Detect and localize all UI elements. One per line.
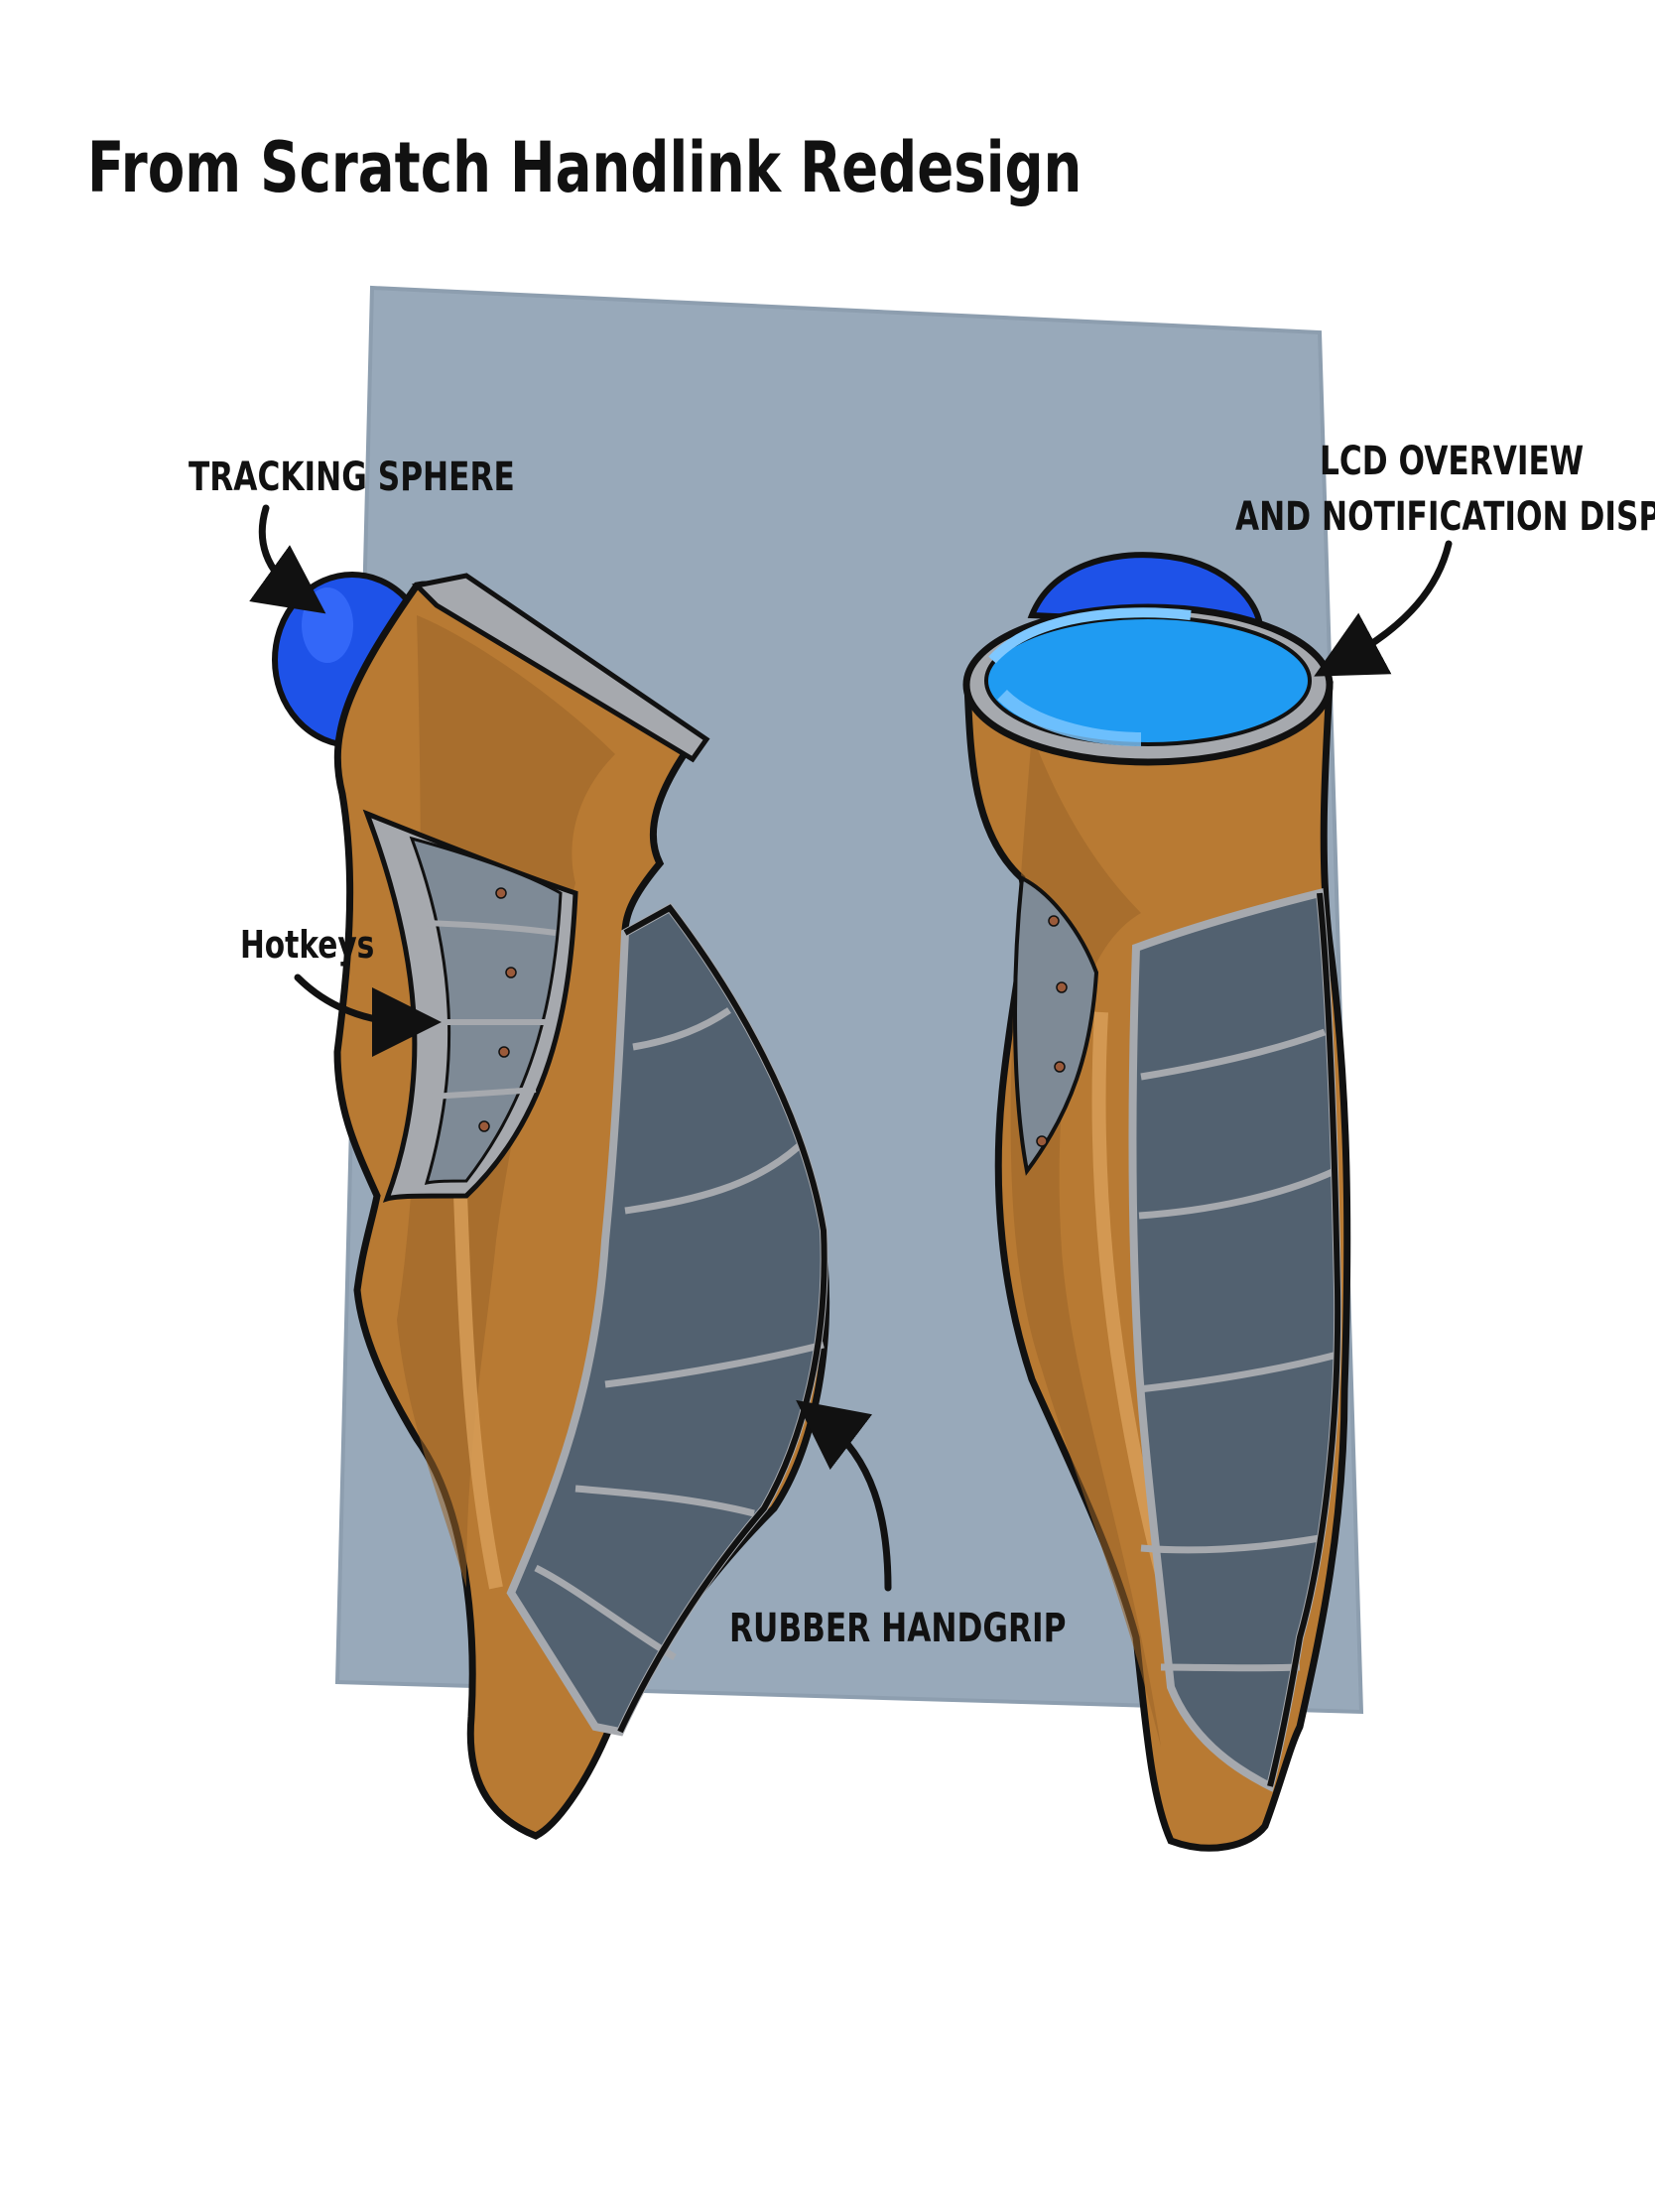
hotkey-dot [505, 967, 517, 978]
callout-arrows [249, 504, 1453, 1592]
hotkey-dot [1048, 915, 1060, 927]
hotkey-dot [478, 1120, 490, 1132]
callout-tracking-sphere: TRACKING SPHERE [189, 455, 515, 500]
left-handlink [272, 572, 830, 1840]
callout-rubber-handgrip: RUBBER HANDGRIP [729, 1606, 1067, 1651]
arrow-handgrip [796, 1399, 892, 1592]
right-handlink [962, 552, 1351, 1852]
lcd-display [984, 615, 1312, 746]
callout-lcd-line2: AND NOTIFICATION DISPLAY [1235, 494, 1655, 540]
arrow-hotkeys [294, 974, 442, 1057]
hotkey-dot [1036, 1135, 1048, 1147]
arrow-lcd [1314, 540, 1453, 677]
left-top-rim [411, 573, 710, 763]
hotkey-dot [495, 887, 507, 899]
hotkey-dot [1054, 1061, 1066, 1073]
callout-lcd-line1: LCD OVERVIEW [1320, 439, 1585, 484]
callout-hotkeys: Hotkeys [240, 923, 375, 967]
page-title: From Scratch Handlink Redesign [87, 127, 1082, 208]
hotkey-dot [498, 1046, 510, 1058]
arrow-tracking-sphere [249, 504, 326, 614]
right-hotkey-strip [1013, 874, 1099, 1176]
hotkey-dot [1056, 981, 1068, 993]
hotkey-buttons [426, 920, 557, 1100]
